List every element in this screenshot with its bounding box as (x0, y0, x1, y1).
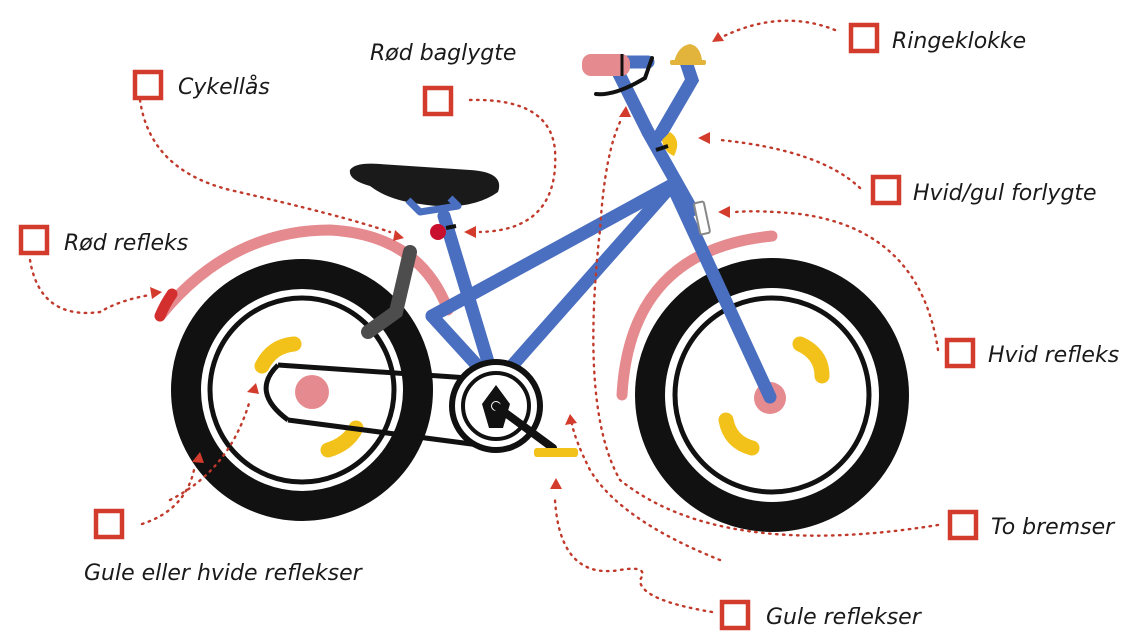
checkboxes (21, 25, 976, 628)
label-to-bremser: To bremser (991, 515, 1116, 540)
arrow-rod-refleks (150, 287, 162, 299)
label-rod-refleks: Rød refleks (64, 231, 188, 256)
label-gule-eller-hvide-reflekser: Gule eller hvide reflekser (84, 561, 364, 586)
rear-hub (295, 375, 329, 409)
top-tube (432, 185, 672, 316)
arrow-ringeklokke (712, 32, 724, 42)
pedal-reflector (534, 448, 578, 457)
checkbox-ringeklokke[interactable] (851, 25, 877, 51)
label-ringeklokke: Ringeklokke (892, 29, 1026, 54)
checkbox-gule-reflekser[interactable] (722, 602, 748, 628)
leader-ringeklokke (720, 21, 835, 38)
checkbox-rod-refleks[interactable] (21, 227, 47, 253)
front-spoke-reflector-top (800, 344, 822, 376)
label-hvid-gul-forlygte: Hvid/gul forlygte (913, 181, 1097, 206)
frame (432, 62, 770, 397)
leader-gule-eller-hvide (142, 470, 194, 524)
rear-fender-reflector (160, 294, 172, 316)
checkbox-forlygte[interactable] (873, 177, 899, 203)
front-spoke-reflector-bottom (726, 420, 752, 448)
label-rod-baglygte: Rød baglygte (370, 41, 516, 66)
checkbox-cykellas[interactable] (135, 72, 161, 98)
leader-cykellas (140, 100, 390, 232)
tail-light (430, 224, 446, 240)
leader-rod-refleks (30, 260, 150, 313)
checkbox-hvid-refleks[interactable] (947, 340, 973, 366)
rear-spoke-reflector-top (262, 344, 294, 366)
leader-forlygte (720, 140, 860, 188)
leader-rod-baglygte (470, 100, 555, 232)
label-cykellas: Cykellås (178, 74, 270, 100)
arrow-gule-reflekser (550, 478, 562, 489)
bell (670, 44, 706, 65)
bicycle (160, 44, 894, 517)
arrow-gule-eller-hvide-2 (247, 383, 259, 394)
rear-wheel (186, 274, 418, 506)
label-hvid-refleks: Hvid refleks (988, 343, 1119, 368)
arrow-forlygte (698, 132, 710, 144)
checkbox-rod-baglygte[interactable] (425, 88, 451, 114)
saddle (350, 164, 499, 207)
arrow-rod-baglygte (464, 226, 476, 238)
label-gule-reflekser: Gule reflekser (766, 605, 923, 630)
arrow-cykellas (393, 230, 404, 241)
handlebar (660, 62, 692, 135)
rear-spoke-reflector-bottom (328, 428, 356, 450)
checkbox-to-bremser[interactable] (950, 512, 976, 538)
checkbox-gule-eller-hvide[interactable] (96, 511, 122, 537)
chainring (452, 362, 578, 457)
arrow-hvid-refleks (718, 206, 730, 218)
arrow-to-bremser-rear (565, 414, 577, 425)
